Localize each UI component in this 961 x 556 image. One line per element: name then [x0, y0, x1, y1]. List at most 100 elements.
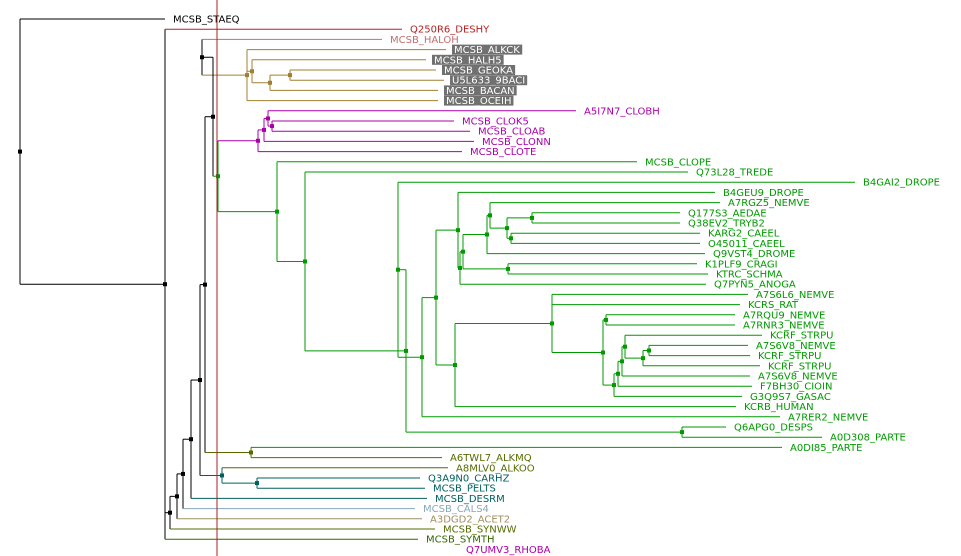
leaf-label[interactable]: G3Q9S7_GASAC: [750, 392, 831, 403]
tree-node-marker[interactable]: [604, 317, 608, 322]
leaf-label[interactable]: MCSB_SYNWW: [443, 525, 517, 536]
leaf-label[interactable]: A7S6L6_NEMVE: [756, 290, 834, 301]
leaf-label[interactable]: A5I7N7_CLOBH: [584, 106, 660, 117]
leaf-label[interactable]: MCSB_SYMTH: [426, 535, 495, 546]
tree-node-marker[interactable]: [404, 348, 408, 353]
tree-node-marker[interactable]: [458, 265, 462, 270]
tree-node-marker[interactable]: [18, 149, 22, 154]
tree-node-marker[interactable]: [396, 267, 400, 272]
tree-node-marker[interactable]: [175, 494, 179, 499]
leaf-label[interactable]: KCRB_HUMAN: [744, 402, 814, 413]
tree-node-marker[interactable]: [163, 282, 167, 287]
leaf-label[interactable]: MCSB_HALH5: [434, 55, 502, 66]
tree-node-marker[interactable]: [420, 355, 424, 360]
leaf-label[interactable]: MCSB_DESRM: [435, 494, 505, 505]
leaf-label[interactable]: A0DI85_PARTE: [790, 443, 862, 454]
tree-node-marker[interactable]: [620, 359, 624, 364]
tree-node-marker[interactable]: [680, 430, 684, 435]
tree-node-marker[interactable]: [245, 73, 249, 78]
tree-node-marker[interactable]: [601, 350, 605, 355]
leaf-label[interactable]: MCSB_CLONN: [482, 137, 551, 148]
tree-node-marker[interactable]: [434, 295, 438, 300]
tree-node-marker[interactable]: [647, 348, 651, 353]
leaf-label[interactable]: KCRF_STRPU: [758, 351, 821, 362]
tree-node-marker[interactable]: [288, 73, 292, 78]
leaf-label[interactable]: A7S6V8_NEMVE: [756, 341, 836, 352]
leaf-label[interactable]: Q3A9N0_CARHZ: [428, 474, 510, 485]
leaf-label[interactable]: A6TWL7_ALKMQ: [450, 453, 532, 464]
tree-node-marker[interactable]: [456, 228, 460, 233]
leaf-label[interactable]: Q250R6_DESHY: [410, 25, 490, 36]
tree-node-marker[interactable]: [249, 450, 253, 455]
leaf-label[interactable]: MCSB_PELTS: [433, 484, 496, 495]
tree-node-marker[interactable]: [168, 510, 172, 515]
leaf-label[interactable]: Q6APG0_DESPS: [734, 423, 813, 434]
tree-node-marker[interactable]: [262, 127, 266, 132]
tree-node-marker[interactable]: [275, 209, 279, 214]
leaf-label[interactable]: B4GEU9_DROPE: [723, 188, 804, 199]
leaf-label[interactable]: A7S6V8_NEMVE: [758, 372, 838, 383]
tree-node-marker[interactable]: [266, 116, 270, 121]
leaf-label[interactable]: Q177S3_AEDAE: [688, 208, 767, 219]
leaf-label[interactable]: MCSB_CLOK5: [462, 117, 529, 128]
tree-node-marker[interactable]: [461, 249, 465, 254]
tree-node-marker[interactable]: [268, 80, 272, 85]
leaf-label[interactable]: MCSB_CALS4: [423, 504, 489, 515]
tree-node-marker[interactable]: [198, 378, 202, 383]
leaf-label[interactable]: O45011_CAEEL: [708, 239, 785, 250]
leaf-label[interactable]: K1PLF9_CRAGI: [705, 259, 778, 270]
leaf-label[interactable]: F7BH30_CIOIN: [760, 382, 832, 393]
tree-node-marker[interactable]: [453, 363, 457, 368]
tree-node-marker[interactable]: [216, 174, 220, 179]
leaf-label[interactable]: KCRF_STRPU: [768, 361, 831, 372]
tree-node-marker[interactable]: [506, 266, 510, 271]
leaf-label[interactable]: A0D308_PARTE: [830, 433, 906, 444]
tree-node-marker[interactable]: [616, 371, 620, 376]
leaf-label[interactable]: KCRF_STRPU: [770, 331, 833, 342]
tree-node-marker[interactable]: [270, 124, 274, 129]
tree-node-marker[interactable]: [488, 213, 492, 218]
leaf-label[interactable]: Q38EV2_TRYB2: [688, 219, 765, 230]
tree-node-marker[interactable]: [181, 471, 185, 476]
leaf-label[interactable]: MCSB_OCEIH: [446, 96, 511, 107]
leaf-label[interactable]: B4GAI2_DROPE: [863, 178, 940, 189]
tree-node-marker[interactable]: [200, 55, 204, 60]
tree-node-marker[interactable]: [485, 232, 489, 237]
leaf-label[interactable]: KCRS_RAT: [748, 300, 799, 311]
tree-node-marker[interactable]: [255, 481, 259, 486]
leaf-label[interactable]: MCSB_HALOH: [390, 35, 459, 46]
leaf-label[interactable]: MCSB_STAEQ: [173, 15, 240, 26]
leaf-label[interactable]: MCSB_CLOPE: [645, 157, 711, 168]
tree-node-marker[interactable]: [509, 236, 513, 241]
leaf-label[interactable]: U5L633_9BACI: [452, 76, 525, 87]
leaf-label[interactable]: KARG2_CAEEL: [708, 229, 780, 240]
leaf-label[interactable]: A3DGD2_ACET2: [430, 514, 510, 525]
leaf-label[interactable]: MCSB_CLOTE: [470, 147, 536, 158]
leaf-label[interactable]: Q73L28_TREDE: [696, 168, 773, 179]
tree-node-marker[interactable]: [303, 259, 307, 264]
leaf-label[interactable]: MCSB_GEOKA: [444, 66, 513, 77]
leaf-label[interactable]: A8MLV0_ALKOO: [456, 463, 535, 474]
leaf-label[interactable]: MCSB_ALKCK: [454, 45, 520, 56]
leaf-label[interactable]: Q7UMV3_RHOBA: [466, 545, 551, 556]
tree-node-marker[interactable]: [612, 383, 616, 388]
leaf-label[interactable]: A7RER2_NEMVE: [788, 412, 868, 423]
tree-node-marker[interactable]: [641, 356, 645, 361]
tree-node-marker[interactable]: [189, 437, 193, 442]
leaf-label[interactable]: A7RGZ5_NEMVE: [728, 198, 810, 209]
leaf-label[interactable]: A7RNR3_NEMVE: [743, 321, 825, 332]
tree-node-marker[interactable]: [250, 69, 254, 74]
tree-node-marker[interactable]: [505, 226, 509, 231]
tree-node-marker[interactable]: [530, 215, 534, 220]
leaf-label[interactable]: MCSB_BACAN: [446, 86, 515, 97]
leaf-label[interactable]: Q9VST4_DROME: [713, 249, 795, 260]
leaf-label[interactable]: MCSB_CLOAB: [478, 127, 546, 138]
leaf-label[interactable]: A7RQU9_NEMVE: [743, 310, 825, 321]
tree-node-marker[interactable]: [623, 344, 627, 349]
leaf-label[interactable]: KTRC_SCHMA: [716, 270, 783, 281]
tree-node-marker[interactable]: [203, 282, 207, 287]
leaf-label[interactable]: Q7PYN5_ANOGA: [714, 280, 796, 291]
tree-node-marker[interactable]: [550, 321, 554, 326]
tree-node-marker[interactable]: [211, 114, 215, 119]
tree-node-marker[interactable]: [256, 138, 260, 143]
